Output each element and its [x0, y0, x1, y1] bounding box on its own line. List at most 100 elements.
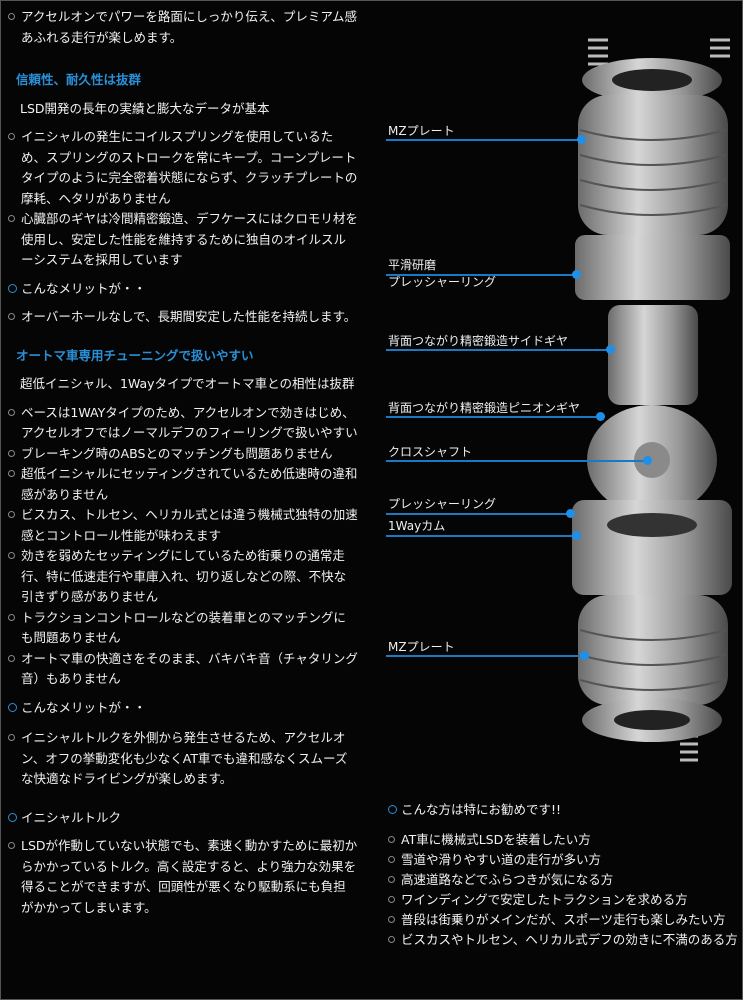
bullet-icon	[388, 836, 395, 843]
left-column: アクセルオンでパワーを路面にしっかり伝え、プレミアム感あふれる走行が楽しめます。…	[8, 7, 358, 918]
leader-line	[386, 274, 573, 276]
diagram-label-side-gear: 背面つながり精密鍛造サイドギヤ	[388, 334, 569, 348]
callout-dot	[643, 456, 652, 465]
diagram-label-cross-shaft: クロスシャフト	[388, 445, 473, 459]
item-text: ワインディングで安定したトラクションを求める方	[401, 892, 688, 907]
list-item: 雪道や滑りやすい道の走行が多い方	[388, 850, 738, 870]
item-text: 高速道路などでふらつきが気になる方	[401, 872, 614, 887]
item-text: AT車に機械式LSDを装着したい方	[401, 832, 591, 847]
list-item: 普段は街乗りがメインだが、スポーツ走行も楽しみたい方	[388, 910, 738, 930]
diagram-label-1way-cam: 1Wayカム	[388, 519, 446, 533]
diagram-label-mz-plate-lower: MZプレート	[388, 640, 455, 654]
item-text: ビスカス、トルセン、ヘリカル式とは違う機械式独特の加速感とコントロール性能が味わ…	[21, 507, 358, 543]
list-item: イニシャルの発生にコイルスプリングを使用しているため、スプリングのストロークを常…	[8, 127, 358, 209]
list-item: トラクションコントロールなどの装着車とのマッチングにも問題ありません	[8, 608, 358, 649]
bullet-icon	[8, 449, 15, 457]
item-text: 雪道や滑りやすい道の走行が多い方	[401, 852, 602, 867]
item-text: 効きを弱めたセッティングにしているため街乗りの通常走行、特に低速走行や車庫入れ、…	[21, 548, 347, 604]
bullet-icon	[8, 215, 15, 222]
bullet-icon	[8, 702, 17, 712]
bullet-icon	[8, 613, 15, 621]
list-item: 超低イニシャルにセッティングされているため低速時の違和感がありません	[8, 464, 358, 505]
leader-line	[386, 139, 580, 141]
item-text: ベースは1WAYタイプのため、アクセルオンで効きはじめ、アクセルオフではノーマル…	[21, 404, 358, 441]
bullet-icon	[8, 812, 17, 822]
list-item: AT車に機械式LSDを装着したい方	[388, 830, 738, 850]
leader-line	[386, 535, 574, 537]
leader-line	[386, 513, 568, 515]
list-item: イニシャルトルクを外側から発生させるため、アクセルオン、オフの挙動変化も少なくA…	[8, 728, 358, 790]
leader-line	[386, 349, 608, 351]
item-text: LSDが作動していない状態でも、素速く動かすために最初からかかっているトルク。高…	[21, 838, 358, 915]
bullet-icon	[8, 313, 15, 320]
diagram-label-mz-plate: MZプレート	[388, 124, 455, 138]
diagram-label-pinion-gear: 背面つながり精密鍛造ピニオンギヤ	[388, 401, 581, 415]
item-text: イニシャルの発生にコイルスプリングを使用しているため、スプリングのストロークを常…	[21, 129, 358, 206]
list-item: ビスカスやトルセン、ヘリカル式デフの効きに不満のある方	[388, 930, 738, 950]
item-text: 心臓部のギヤは冷間精密鍛造、デフケースにはクロモリ材を使用し、安定した性能を維持…	[21, 211, 358, 267]
item-text: アクセルオンでパワーを路面にしっかり伝え、プレミアム感あふれる走行が楽しめます。	[21, 9, 358, 45]
bullet-icon	[8, 283, 17, 293]
list-item: オートマ車の快適さをそのまま、バキバキ音（チャタリング音）もありません	[8, 649, 358, 690]
bullet-icon	[388, 856, 395, 863]
bullet-icon	[8, 734, 15, 741]
bullet-icon	[8, 654, 15, 662]
list-item: ワインディングで安定したトラクションを求める方	[388, 890, 738, 910]
list-item: ブレーキング時のABSとのマッチングも問題ありません	[8, 444, 358, 465]
lsd-exploded-diagram	[572, 38, 732, 762]
leader-line	[386, 460, 648, 462]
callout-dot	[577, 135, 586, 144]
recommend-list: こんな方は特にお勧めです!! AT車に機械式LSDを装着したい方 雪道や滑りやす…	[388, 800, 738, 950]
leader-line	[386, 655, 582, 657]
list-item: 効きを弱めたセッティングにしているため街乗りの通常走行、特に低速走行や車庫入れ、…	[8, 546, 358, 608]
item-text: 普段は街乗りがメインだが、スポーツ走行も楽しみたい方	[401, 912, 726, 927]
bullet-icon	[388, 916, 395, 923]
item-text: 超低イニシャルにセッティングされているため低速時の違和感がありません	[21, 466, 358, 502]
section-lead: 超低イニシャル、1Wayタイプでオートマ車との相性は抜群	[20, 376, 355, 391]
list-item: ベースは1WAYタイプのため、アクセルオンで効きはじめ、アクセルオフではノーマル…	[8, 403, 358, 444]
diagram-label-pressure-ring-polished: 平滑研磨 プレッシャーリング	[388, 258, 497, 289]
item-text: イニシャルトルク	[21, 809, 122, 825]
bullet-icon	[8, 408, 15, 416]
list-item: 心臓部のギヤは冷間精密鍛造、デフケースにはクロモリ材を使用し、安定した性能を維持…	[8, 209, 358, 271]
callout-dot	[572, 531, 581, 540]
bullet-icon	[8, 552, 15, 559]
merit-heading: こんなメリットが・・	[8, 279, 358, 300]
bullet-icon	[388, 876, 395, 883]
list-item: LSDが作動していない状態でも、素速く動かすために最初からかかっているトルク。高…	[8, 836, 358, 918]
list-item: 高速道路などでふらつきが気になる方	[388, 870, 738, 890]
bullet-icon	[8, 470, 15, 477]
list-item: アクセルオンでパワーを路面にしっかり伝え、プレミアム感あふれる走行が楽しめます。	[8, 7, 358, 48]
diagram-label-pressure-ring: プレッシャーリング	[388, 497, 497, 511]
item-text: オーバーホールなしで、長期間安定した性能を持続します。	[21, 309, 357, 324]
merit-heading: こんなメリットが・・	[8, 698, 358, 719]
item-text: イニシャルトルクを外側から発生させるため、アクセルオン、オフの挙動変化も少なくA…	[21, 730, 348, 786]
bullet-icon	[8, 133, 15, 140]
bullet-icon	[8, 842, 15, 849]
bullet-icon	[8, 511, 15, 518]
item-text: こんなメリットが・・	[21, 280, 147, 296]
item-text: ブレーキング時のABSとのマッチングも問題ありません	[21, 445, 333, 461]
bullet-icon	[388, 896, 395, 903]
bullet-icon	[8, 13, 15, 20]
bullet-icon	[388, 805, 397, 814]
list-item: オーバーホールなしで、長期間安定した性能を持続します。	[8, 307, 358, 328]
section-lead: LSD開発の長年の実績と膨大なデータが基本	[20, 100, 270, 116]
callout-dot	[596, 412, 605, 421]
callout-dot	[572, 270, 581, 279]
bullet-icon	[388, 936, 395, 943]
callout-dot	[566, 509, 575, 518]
recommend-heading: こんな方は特にお勧めです!!	[388, 800, 738, 820]
section-heading: 信頼性、耐久性は抜群	[16, 72, 142, 87]
leader-line	[386, 416, 596, 418]
section-heading: オートマ車専用チューニングで扱いやすい	[16, 347, 254, 363]
callout-dot	[606, 345, 615, 354]
item-text: こんな方は特にお勧めです!!	[401, 802, 562, 817]
item-text: オートマ車の快適さをそのまま、バキバキ音（チャタリング音）もありません	[21, 650, 358, 687]
callout-dot	[580, 651, 589, 660]
item-text: こんなメリットが・・	[21, 699, 147, 715]
item-text: トラクションコントロールなどの装着車とのマッチングにも問題ありません	[21, 609, 346, 646]
item-text: ビスカスやトルセン、ヘリカル式デフの効きに不満のある方	[401, 932, 738, 947]
initial-torque-heading: イニシャルトルク	[8, 808, 358, 829]
list-item: ビスカス、トルセン、ヘリカル式とは違う機械式独特の加速感とコントロール性能が味わ…	[8, 505, 358, 546]
